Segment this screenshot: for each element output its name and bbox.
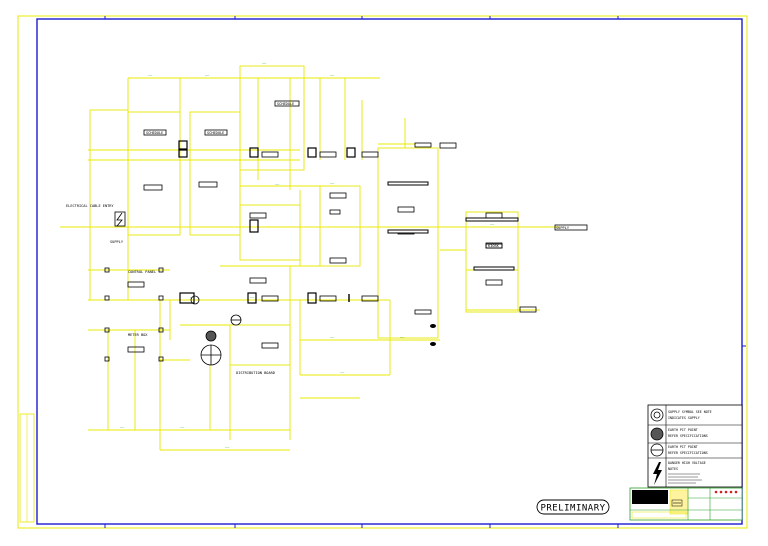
wiring — [60, 65, 560, 451]
svg-text:——: —— — [330, 181, 335, 185]
device-symbols — [104, 100, 588, 366]
diagram-labels: ELECTRICAL CABLE ENTRY SUPPLY SUPPLY SCH… — [66, 102, 570, 375]
legend-title-4: DANGER HIGH VOLTAGE — [668, 461, 706, 465]
svg-text:——: —— — [148, 73, 153, 77]
legend-title-3: EARTH PIT POINT — [668, 445, 698, 449]
legend-note-2: REFER SPECIFICATIONS — [668, 434, 708, 438]
svg-text:——: —— — [330, 335, 335, 339]
cable-entry-label: ELECTRICAL CABLE ENTRY — [66, 204, 114, 208]
lightning-icon — [653, 462, 662, 485]
svg-text:——: —— — [490, 222, 495, 226]
drawing-border — [36, 18, 743, 525]
svg-text:——: —— — [330, 73, 335, 77]
filled-circle-icon — [650, 427, 664, 441]
preliminary-stamp: PRELIMINARY — [536, 499, 610, 515]
meter-box-label: METER BOX — [128, 333, 148, 337]
dimension-ticks: —————— —————— —————— —————— —————— — [120, 61, 495, 449]
legend-note-4: NOTES — [668, 467, 678, 471]
svg-text:——: —— — [262, 61, 267, 65]
svg-text:——: —— — [225, 445, 230, 449]
control-panel-label: CONTROL PANEL — [128, 270, 156, 274]
legend-title-1: SUPPLY SYMBOL SEE NOTE — [668, 410, 712, 414]
supply-right-label: SUPPLY — [556, 226, 570, 230]
svg-text:——: —— — [180, 425, 185, 429]
svg-text:——: —— — [340, 370, 345, 374]
zone-ticks — [104, 16, 746, 528]
unit-c-label: SCHEDULE — [277, 102, 294, 106]
distribution-label: DISTRIBUTION BOARD — [236, 371, 275, 375]
unit-a-label: SCHEDULE — [146, 131, 163, 135]
terminal-dots — [430, 324, 436, 346]
outer-frame — [17, 15, 748, 529]
svg-text:——: —— — [400, 335, 405, 339]
legend-note-3: REFER SPECIFICATIONS — [668, 451, 708, 455]
preliminary-text: PRELIMINARY — [540, 504, 605, 514]
supply-left-label: SUPPLY — [110, 240, 124, 244]
svg-text:——: —— — [120, 425, 125, 429]
svg-text:——: —— — [205, 73, 210, 77]
unit-b-label: SCHEDULE — [207, 131, 224, 135]
svg-text:——: —— — [250, 295, 255, 299]
half-circle-icon — [650, 443, 664, 457]
svg-text:——: —— — [275, 182, 280, 186]
legend-title-2: EARTH PIT POINT — [668, 428, 698, 432]
target-icon — [650, 408, 664, 422]
kiosk-label: KIOSK — [488, 244, 500, 248]
legend-note-1: INDICATES SUPPLY — [668, 416, 700, 420]
company-logo — [632, 490, 668, 504]
title-block — [629, 487, 743, 521]
legend-block: SUPPLY SYMBOL SEE NOTE INDICATES SUPPLY … — [647, 404, 743, 488]
